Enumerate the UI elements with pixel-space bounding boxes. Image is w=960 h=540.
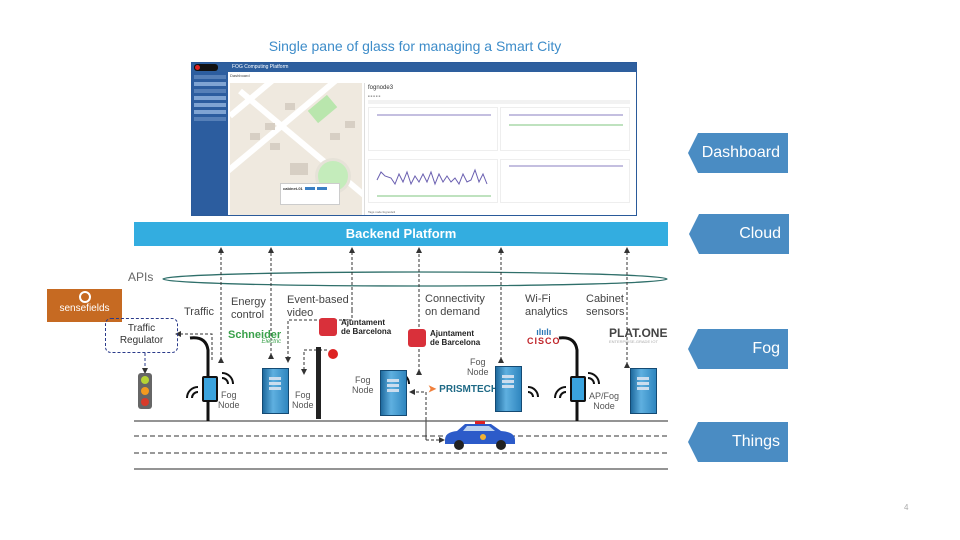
dashboard-screenshot: FOG Computing Platform Dashboard cabinet… <box>191 62 637 216</box>
mini-chart-3 <box>368 159 498 203</box>
sensefields-logo: sensefields <box>47 289 122 322</box>
apis-ellipse <box>162 271 668 287</box>
dashboard-breadcrumb: Dashboard <box>230 73 250 78</box>
dashboard-topbar: FOG Computing Platform <box>192 63 636 72</box>
fog-server-connectivity-icon <box>380 370 407 416</box>
mini-chart-4 <box>500 159 630 203</box>
dashboard-sidebar <box>192 72 228 215</box>
streetlamp-fog-box-1 <box>202 376 218 402</box>
arrow-to-regulator <box>175 331 213 360</box>
police-car-icon <box>445 421 515 450</box>
node-title: fognode3 <box>368 85 394 91</box>
tag-dashboard: Dashboard <box>688 133 788 173</box>
tag-fog: Fog <box>688 329 788 369</box>
streetlamp-1-icon <box>189 336 210 421</box>
cisco-logo: ılıılı CISCO <box>527 327 561 347</box>
prismtech-logo: ➤ PRISMTECH <box>428 384 499 395</box>
backend-platform-bar: Backend Platform <box>134 222 668 246</box>
dashboard-app-title: FOG Computing Platform <box>232 64 289 70</box>
slide-title: Single pane of glass for managing a Smar… <box>268 38 562 54</box>
arrow-to-car <box>425 420 445 443</box>
city-map: cabinet-01 <box>230 83 362 215</box>
tag-things: Things <box>688 422 788 462</box>
camera-icon <box>328 349 338 359</box>
camera-pole <box>316 347 321 419</box>
fog-server-cabinet-icon <box>630 368 657 414</box>
tag-cloud: Cloud <box>689 214 789 254</box>
streetlamp-fog-box-2 <box>570 376 586 402</box>
arrow-barca-to-fognode <box>301 349 327 375</box>
mini-chart-1 <box>368 107 498 151</box>
fog-server-wifi-icon <box>495 366 522 412</box>
apis-label: APIs <box>128 270 154 284</box>
map-popup: cabinet-01 <box>280 183 340 205</box>
mini-chart-2 <box>500 107 630 151</box>
arrow-car-link <box>409 389 427 440</box>
traffic-light-icon <box>138 373 152 409</box>
fog-server-energy-icon <box>262 368 289 414</box>
streetlamp-2-icon <box>558 336 579 421</box>
page-number: 4 <box>904 503 909 512</box>
node-panel: fognode3 ■ ■ ■ ■ ■ Tags node:fognode3 <box>364 83 633 215</box>
barcelona-logo-icon <box>194 64 218 71</box>
label-traffic: Traffic <box>184 306 214 318</box>
